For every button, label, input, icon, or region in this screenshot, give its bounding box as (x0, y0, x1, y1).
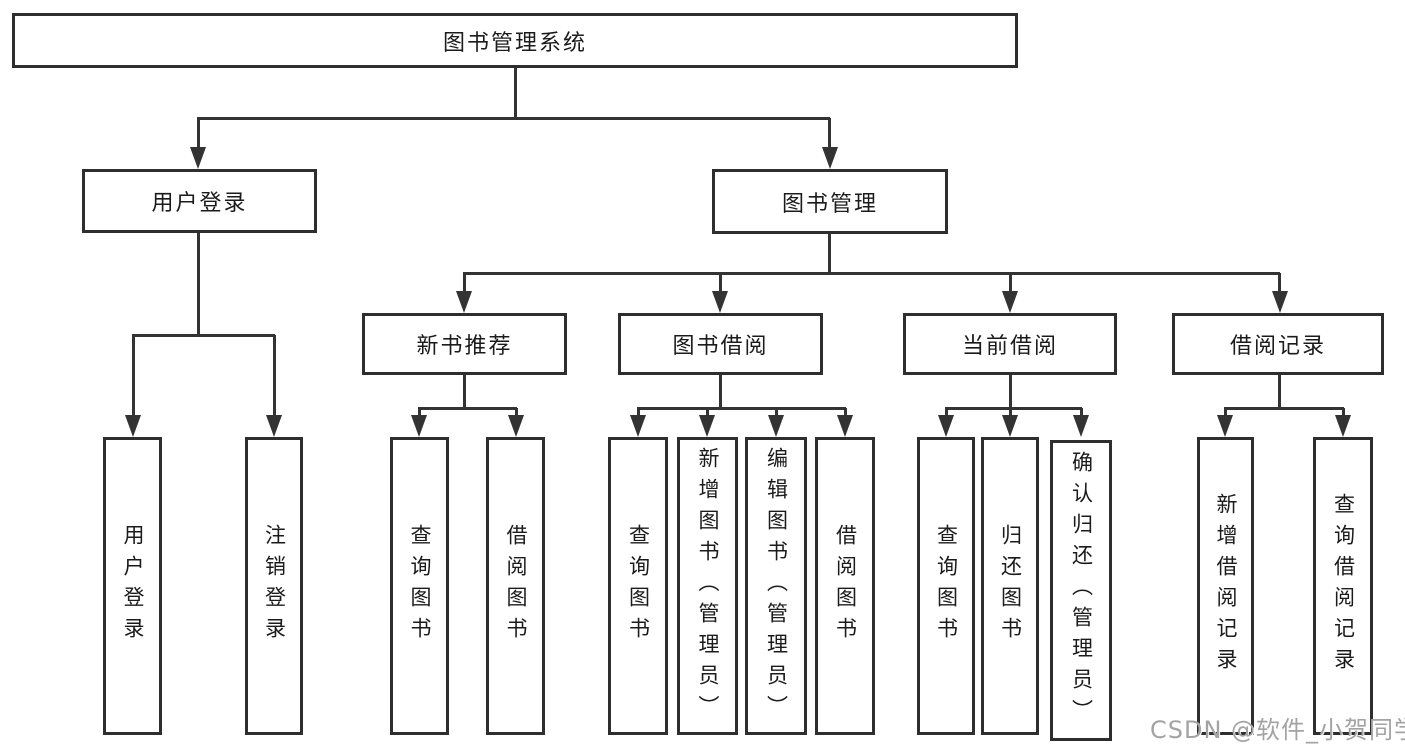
node-current-borrowing: 当前借阅 (903, 313, 1117, 375)
leaf-borrow-books-2-label: 借阅图书 (833, 524, 858, 648)
leaf-edit-books-admin-label: 编辑图书（管理员） (764, 446, 789, 726)
arrow-down-icon (456, 291, 472, 313)
connector-line (706, 408, 709, 415)
leaf-borrow-books-2: 借阅图书 (815, 437, 875, 735)
arrow-down-icon (938, 415, 954, 437)
connector-line (828, 234, 831, 273)
arrow-down-icon (630, 415, 646, 437)
leaf-add-borrow-record: 新增借阅记录 (1197, 437, 1254, 735)
connector-line (418, 408, 421, 415)
leaf-confirm-return-admin: 确认归还（管理员） (1050, 440, 1112, 741)
leaf-edit-books-admin: 编辑图书（管理员） (745, 437, 807, 735)
arrow-down-icon (190, 147, 206, 169)
arrow-down-icon (411, 415, 427, 437)
node-user-login-label: 用户登录 (151, 191, 248, 216)
node-book-borrowing-label: 图书借阅 (672, 334, 769, 359)
connector-line (1224, 407, 1344, 410)
connector-line (637, 407, 846, 410)
connector-line (463, 375, 466, 408)
leaf-user-login: 用户登录 (103, 437, 162, 735)
leaf-add-books-admin-label: 新增图书（管理员） (696, 446, 720, 726)
connector-line (1009, 273, 1012, 291)
node-root: 图书管理系统 (12, 13, 1018, 68)
arrow-down-icon (1217, 415, 1233, 437)
connector-line (1009, 408, 1012, 415)
leaf-add-borrow-record-label: 新增借阅记录 (1214, 493, 1238, 679)
arrow-down-icon (822, 147, 838, 169)
arrow-down-icon (1335, 415, 1351, 437)
node-root-label: 图书管理系统 (442, 30, 587, 56)
connector-line (515, 408, 518, 415)
node-book-management-label: 图书管理 (781, 191, 878, 217)
leaf-return-books-label: 归还图书 (998, 524, 1023, 648)
node-new-book-recommend: 新书推荐 (362, 313, 567, 375)
arrow-down-icon (1272, 291, 1288, 313)
connector-line (844, 408, 847, 415)
arrow-down-icon (1002, 291, 1018, 313)
leaf-logout-label: 注销登录 (262, 524, 287, 648)
connector-line (775, 408, 778, 415)
connector-line (1009, 375, 1012, 408)
arrow-down-icon (837, 415, 853, 437)
leaf-add-books-admin: 新增图书（管理员） (677, 437, 738, 735)
node-borrow-records-label: 借阅记录 (1229, 334, 1326, 359)
node-book-borrowing: 图书借阅 (618, 313, 823, 375)
leaf-query-books-2: 查询图书 (608, 437, 668, 735)
connector-line (132, 334, 275, 337)
connector-line (463, 272, 1280, 275)
node-borrow-records: 借阅记录 (1172, 313, 1384, 375)
connector-line (719, 273, 722, 291)
leaf-query-books-3-label: 查询图书 (934, 524, 959, 648)
connector-line (828, 118, 831, 147)
connector-line (1342, 408, 1345, 415)
connector-line (1278, 273, 1281, 291)
connector-line (418, 407, 517, 410)
arrow-down-icon (699, 415, 715, 437)
connector-line (132, 335, 135, 415)
csdn-watermark: CSDN @软件_小贺同学 (1150, 716, 1405, 744)
node-current-borrowing-label: 当前借阅 (961, 334, 1058, 359)
node-user-login: 用户登录 (82, 169, 317, 233)
arrow-down-icon (1073, 415, 1089, 437)
connector-line (273, 335, 276, 415)
arrow-down-icon (1002, 415, 1018, 437)
connector-line (197, 117, 830, 120)
arrow-down-icon (712, 291, 728, 313)
leaf-confirm-return-admin-label: 确认归还（管理员） (1069, 451, 1094, 730)
arrow-down-icon (125, 415, 141, 437)
leaf-borrow-books-1: 借阅图书 (486, 437, 545, 735)
leaf-logout: 注销登录 (245, 437, 303, 735)
arrow-down-icon (768, 415, 784, 437)
leaf-return-books: 归还图书 (981, 437, 1039, 735)
arrow-down-icon (508, 415, 524, 437)
leaf-user-login-label: 用户登录 (121, 524, 145, 648)
connector-line (1080, 408, 1083, 415)
leaf-query-borrow-record-label: 查询借阅记录 (1331, 493, 1356, 679)
connector-line (1278, 375, 1281, 408)
connector-line (514, 68, 517, 118)
leaf-query-books-3: 查询图书 (917, 437, 975, 735)
connector-line (945, 408, 948, 415)
connector-line (719, 375, 722, 408)
leaf-query-borrow-record: 查询借阅记录 (1313, 437, 1373, 735)
arrow-down-icon (266, 415, 282, 437)
connector-line (197, 118, 200, 147)
leaf-query-books-2-label: 查询图书 (626, 524, 651, 648)
connector-line (945, 407, 1082, 410)
connector-line (637, 408, 640, 415)
node-new-book-recommend-label: 新书推荐 (416, 334, 513, 359)
connector-line (463, 273, 466, 291)
connector-line (1224, 408, 1227, 415)
leaf-borrow-books-1-label: 借阅图书 (504, 524, 528, 648)
connector-line (197, 233, 200, 335)
node-book-management: 图书管理 (712, 169, 948, 234)
leaf-query-books-1-label: 查询图书 (408, 524, 432, 648)
leaf-query-books-1: 查询图书 (390, 437, 449, 735)
